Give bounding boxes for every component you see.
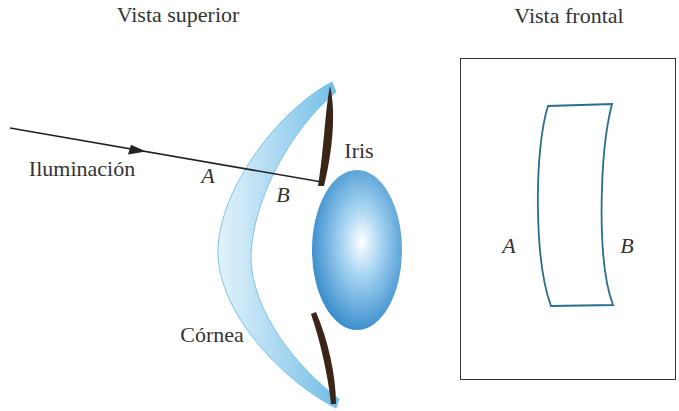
iris-bottom [311, 312, 336, 404]
ray-arrowhead [128, 145, 146, 155]
frontal-section [538, 104, 613, 306]
iris-top [318, 86, 333, 186]
point-label: B [276, 182, 289, 208]
part-label: Iris [344, 138, 373, 164]
lens-shape [312, 170, 402, 330]
view-frame: Vista frontalAB [460, 58, 676, 380]
part-label: Iluminación [29, 156, 135, 182]
point-label: A [201, 163, 214, 189]
point-label: B [620, 233, 633, 259]
point-label: A [502, 233, 515, 259]
light-ray [10, 128, 322, 182]
view-title: Vista frontal [514, 3, 623, 29]
view-title: Vista superior [117, 2, 240, 28]
part-label: Córnea [180, 322, 244, 348]
